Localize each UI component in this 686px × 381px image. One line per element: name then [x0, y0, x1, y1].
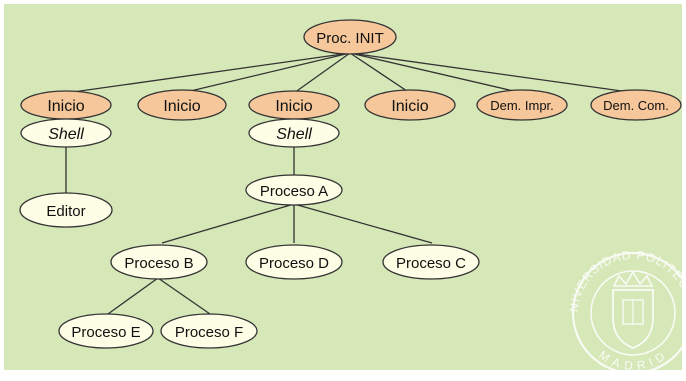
- seal-shield-icon: [612, 289, 654, 349]
- node-proceso-a-label: Proceso A: [260, 183, 328, 200]
- edge-init-dem-com: [349, 52, 637, 94]
- node-inicio-2-label: Inicio: [163, 98, 200, 115]
- node-shell-1: Shell: [20, 118, 112, 148]
- seal-crown-icon: [612, 270, 654, 287]
- node-proc-init-label: Proc. INIT: [316, 30, 384, 47]
- node-dem-com-label: Dem. Com.: [603, 98, 669, 113]
- tree-edges: [65, 52, 637, 315]
- node-inicio-1: Inicio: [20, 90, 112, 120]
- edge-init-dem-impr: [349, 52, 523, 94]
- node-dem-impr-label: Dem. Impr.: [490, 98, 554, 113]
- node-proceso-c: Proceso C: [382, 244, 480, 280]
- node-inicio-4: Inicio: [364, 89, 456, 121]
- node-inicio-3-label: Inicio: [275, 98, 312, 115]
- node-proceso-b-label: Proceso B: [124, 255, 193, 272]
- node-proceso-f: Proceso F: [160, 313, 258, 349]
- node-dem-impr: Dem. Impr.: [476, 89, 568, 121]
- node-proceso-f-label: Proceso F: [175, 324, 243, 341]
- node-proceso-e-label: Proceso E: [71, 324, 140, 341]
- node-shell-3-label: Shell: [276, 126, 312, 143]
- edge-proceso-a-proceso-b: [161, 203, 295, 244]
- node-shell-1-label: Shell: [48, 126, 84, 143]
- edge-init-inicio4: [349, 52, 411, 94]
- node-proceso-c-label: Proceso C: [396, 255, 466, 272]
- edge-proceso-a-proceso-c: [293, 203, 433, 244]
- node-editor: Editor: [19, 192, 113, 228]
- node-proceso-a: Proceso A: [245, 174, 343, 206]
- edge-init-inicio3: [293, 52, 351, 94]
- node-inicio-3: Inicio: [248, 90, 340, 120]
- node-shell-3: Shell: [248, 118, 340, 148]
- node-proceso-d-label: Proceso D: [259, 255, 329, 272]
- diagram-background: [4, 4, 682, 370]
- node-inicio-2: Inicio: [137, 89, 227, 121]
- edge-init-inicio1: [65, 52, 351, 94]
- edge-proceso-b-proceso-f: [157, 277, 211, 315]
- node-proceso-b: Proceso B: [110, 244, 208, 280]
- node-proceso-d: Proceso D: [245, 244, 343, 280]
- edge-init-inicio2: [181, 52, 351, 94]
- node-editor-label: Editor: [46, 203, 85, 220]
- node-inicio-4-label: Inicio: [391, 98, 428, 115]
- node-inicio-1-label: Inicio: [47, 98, 84, 115]
- edge-proceso-b-proceso-e: [107, 277, 159, 315]
- node-proceso-e: Proceso E: [58, 313, 154, 349]
- node-dem-com: Dem. Com.: [590, 89, 682, 121]
- node-proc-init: Proc. INIT: [303, 19, 397, 55]
